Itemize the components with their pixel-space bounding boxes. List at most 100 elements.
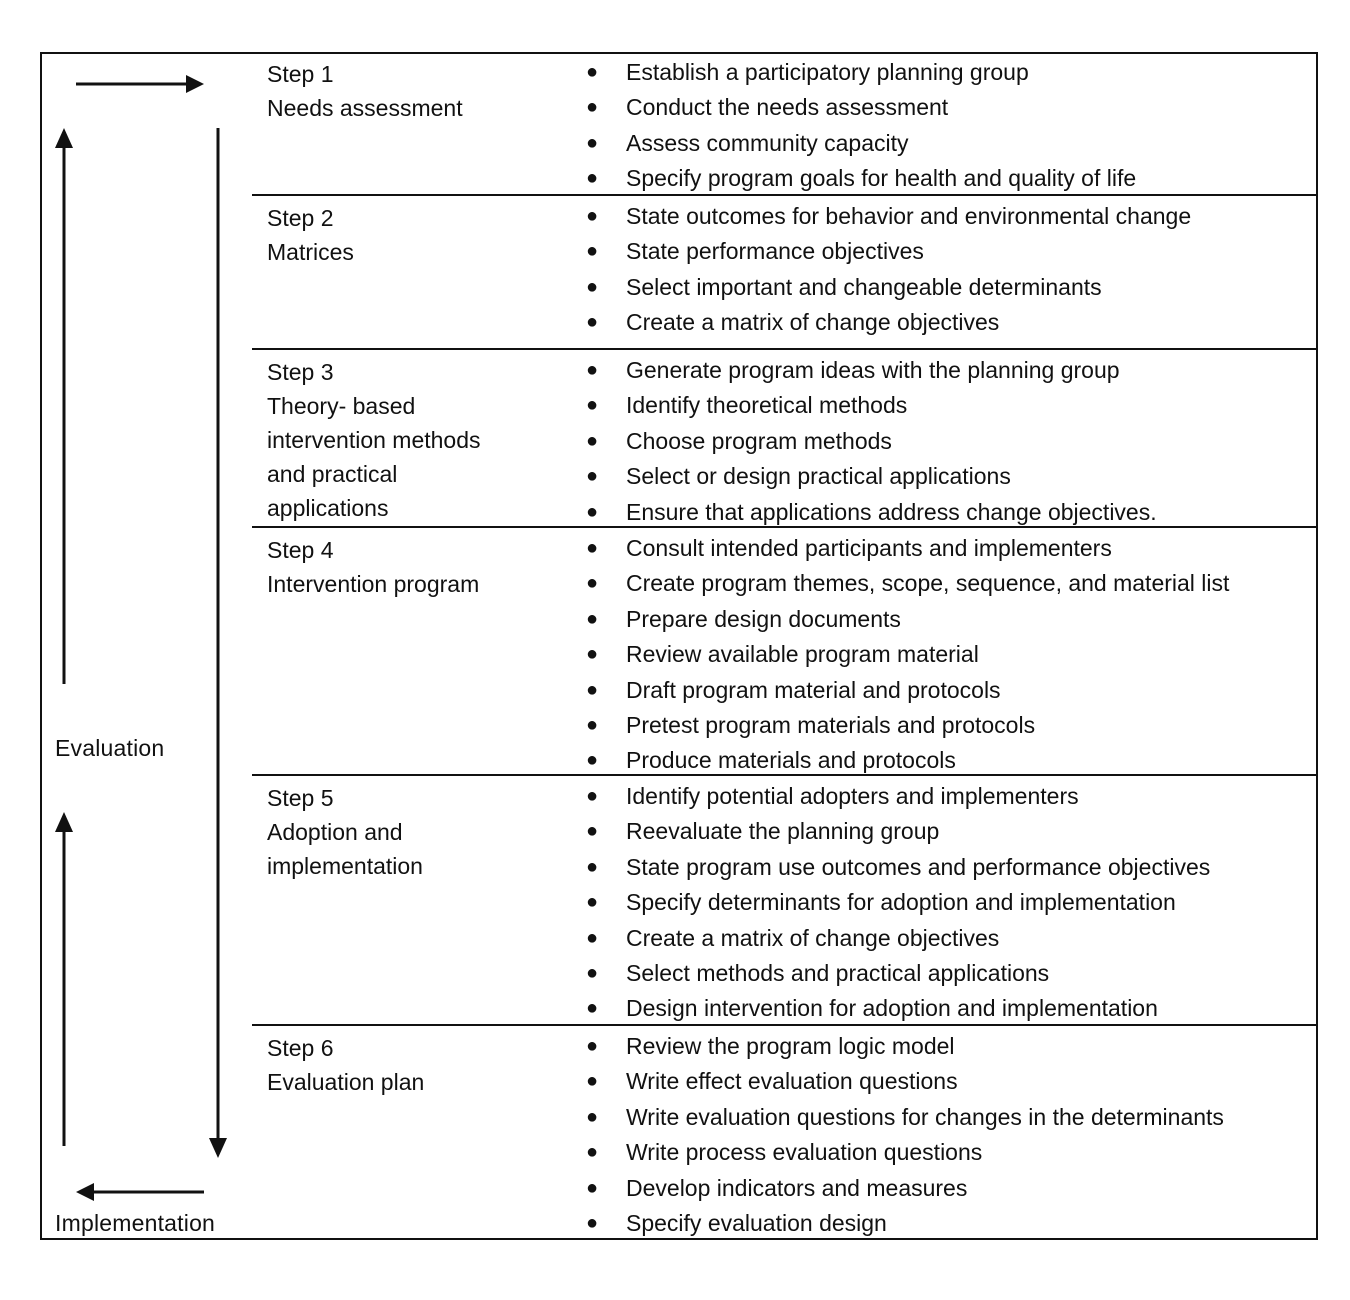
step-task-list: ● Review the program logic model ● Write ef… bbox=[584, 1029, 1224, 1241]
top-right-arrowhead bbox=[186, 75, 204, 93]
task-item: ●Specify program goals for health and qu… bbox=[584, 161, 1136, 196]
implementation-label: Implementation bbox=[55, 1210, 216, 1236]
bullet-icon: ● bbox=[586, 1105, 599, 1128]
task-text: Write evaluation questions for changes i… bbox=[626, 1103, 1224, 1130]
task-text: Establish a participatory planning group bbox=[626, 59, 1029, 85]
task-text: Pretest program materials and protocols bbox=[626, 711, 1036, 738]
step-name-line: Matrices bbox=[267, 239, 354, 265]
bullet-icon: ● bbox=[586, 713, 599, 736]
bullet-icon: ● bbox=[586, 926, 599, 949]
bullet-icon: ● bbox=[586, 997, 599, 1020]
bullet-icon: ● bbox=[586, 1070, 599, 1093]
step-task-list: ● Generate program ideas with the plannin… bbox=[584, 353, 1157, 530]
step-title-block: Step 1 Needs assessment bbox=[267, 57, 557, 125]
step-name-line: applications bbox=[267, 495, 389, 521]
step-task-list: ● State outcomes for behavior and environ… bbox=[584, 199, 1191, 341]
step-name-line: and practical bbox=[267, 461, 398, 487]
bullet-icon: ● bbox=[586, 394, 599, 417]
task-text: Select important and changeable determin… bbox=[626, 273, 1102, 300]
step-number: Step 4 bbox=[267, 537, 334, 563]
task-item: ● Select important and changeable determi… bbox=[584, 270, 1191, 305]
bullet-icon: ● bbox=[586, 500, 599, 523]
task-text: Identify potential adopters and implemen… bbox=[626, 783, 1079, 809]
task-item: ● Design intervention for adoption and im… bbox=[584, 991, 1210, 1026]
task-text: Draft program material and protocols bbox=[626, 676, 1001, 703]
task-text: Consult intended participants and implem… bbox=[626, 535, 1112, 561]
task-item: ● Write evaluation questions for changes … bbox=[584, 1100, 1224, 1135]
bullet-icon: ● bbox=[586, 1035, 599, 1057]
steps-down-arrowhead bbox=[209, 1138, 227, 1158]
task-item: ● Review the program logic model bbox=[584, 1029, 1224, 1064]
task-text: State performance objectives bbox=[626, 238, 924, 265]
task-item: ●Reevaluate the planning group bbox=[584, 814, 1210, 849]
task-item: ●State program use outcomes and performa… bbox=[584, 850, 1210, 885]
task-item: ●Generate program ideas with the plannin… bbox=[584, 353, 1157, 388]
task-text: Create a matrix of change objectives bbox=[626, 309, 1000, 336]
task-item: ●Choose program methods bbox=[584, 424, 1157, 459]
bullet-icon: ● bbox=[586, 855, 599, 878]
task-text: Reevaluate the planning group bbox=[626, 818, 940, 845]
bullet-icon: ● bbox=[586, 131, 599, 154]
implementation-up-arrowhead-lower bbox=[55, 812, 73, 832]
task-item: ● Write process evaluation questions bbox=[584, 1135, 1224, 1170]
task-text: Design intervention for adoption and imp… bbox=[626, 995, 1158, 1022]
task-text: Write effect evaluation questions bbox=[626, 1068, 958, 1095]
step-number: Step 2 bbox=[267, 205, 334, 231]
bullet-icon: ● bbox=[586, 643, 599, 666]
bullet-icon: ● bbox=[586, 96, 599, 119]
task-text: Generate program ideas with the planning… bbox=[626, 357, 1120, 383]
bullet-icon: ● bbox=[586, 785, 599, 807]
task-item: ● State performance objectives bbox=[584, 234, 1191, 269]
step-row-4: Step 4 Intervention program ● Consult inten… bbox=[252, 526, 1318, 776]
bullet-icon: ● bbox=[586, 311, 599, 334]
task-text: Review the program logic model bbox=[626, 1033, 955, 1059]
task-text: State outcomes for behavior and environm… bbox=[626, 203, 1192, 229]
step-number: Step 1 bbox=[267, 61, 334, 87]
evaluation-label: Evaluation bbox=[55, 735, 165, 761]
task-text: Create program themes, scope, sequence, … bbox=[626, 570, 1230, 597]
task-item: ●Produce materials and protocols bbox=[584, 743, 1229, 778]
task-item: ● Consult intended participants and imple… bbox=[584, 531, 1229, 566]
task-item: ● Identify theoretical methods bbox=[584, 388, 1157, 423]
bullet-icon: ● bbox=[586, 749, 599, 772]
step-name-line: Needs assessment bbox=[267, 95, 463, 121]
step-name-line: Theory- based bbox=[267, 393, 416, 419]
bullet-icon: ● bbox=[586, 275, 599, 298]
bullet-icon: ● bbox=[586, 240, 599, 263]
task-item: ●Create a matrix of change objectives bbox=[584, 921, 1210, 956]
step-task-list: ● Identify potential adopters and impleme… bbox=[584, 779, 1210, 1027]
step-number: Step 3 bbox=[267, 359, 334, 385]
task-text: Ensure that applications address change … bbox=[626, 498, 1157, 525]
task-text: Specify evaluation design bbox=[626, 1209, 887, 1236]
bullet-icon: ● bbox=[586, 167, 599, 190]
step-name-line: Intervention program bbox=[267, 571, 480, 597]
step-name-line: intervention methods bbox=[267, 427, 481, 453]
task-item: ●Review available program material bbox=[584, 637, 1229, 672]
evaluation-up-arrowhead-upper bbox=[55, 128, 73, 148]
task-text: Write process evaluation questions bbox=[626, 1139, 983, 1166]
task-item: ●State outcomes for behavior and environ… bbox=[584, 199, 1191, 234]
task-item: ● Identify potential adopters and impleme… bbox=[584, 779, 1210, 814]
task-text: Select or design practical applications bbox=[626, 463, 1011, 490]
bullet-icon: ● bbox=[586, 891, 599, 914]
diagram-frame bbox=[40, 52, 1318, 1240]
bullet-icon: ● bbox=[586, 61, 599, 83]
task-text: Identify theoretical methods bbox=[626, 392, 908, 419]
bullet-icon: ● bbox=[586, 1141, 599, 1164]
task-text: Specify determinants for adoption and im… bbox=[626, 889, 1176, 916]
task-text: Choose program methods bbox=[626, 427, 892, 454]
step-task-list: ● Consult intended participants and imple… bbox=[584, 531, 1229, 779]
task-item: ● Pretest program materials and protocols bbox=[584, 708, 1229, 743]
bullet-icon: ● bbox=[586, 961, 599, 984]
task-item: ●Conduct the needs assessment bbox=[584, 90, 1136, 125]
bottom-left-arrowhead bbox=[76, 1183, 94, 1201]
flow-arrows bbox=[55, 75, 227, 1201]
bullet-icon: ● bbox=[586, 537, 599, 559]
task-item: ●Develop indicators and measures bbox=[584, 1171, 1224, 1206]
bullet-icon: ● bbox=[586, 1176, 599, 1199]
step-name-line: Adoption and bbox=[267, 819, 403, 845]
step-name-line: Evaluation plan bbox=[267, 1069, 425, 1095]
